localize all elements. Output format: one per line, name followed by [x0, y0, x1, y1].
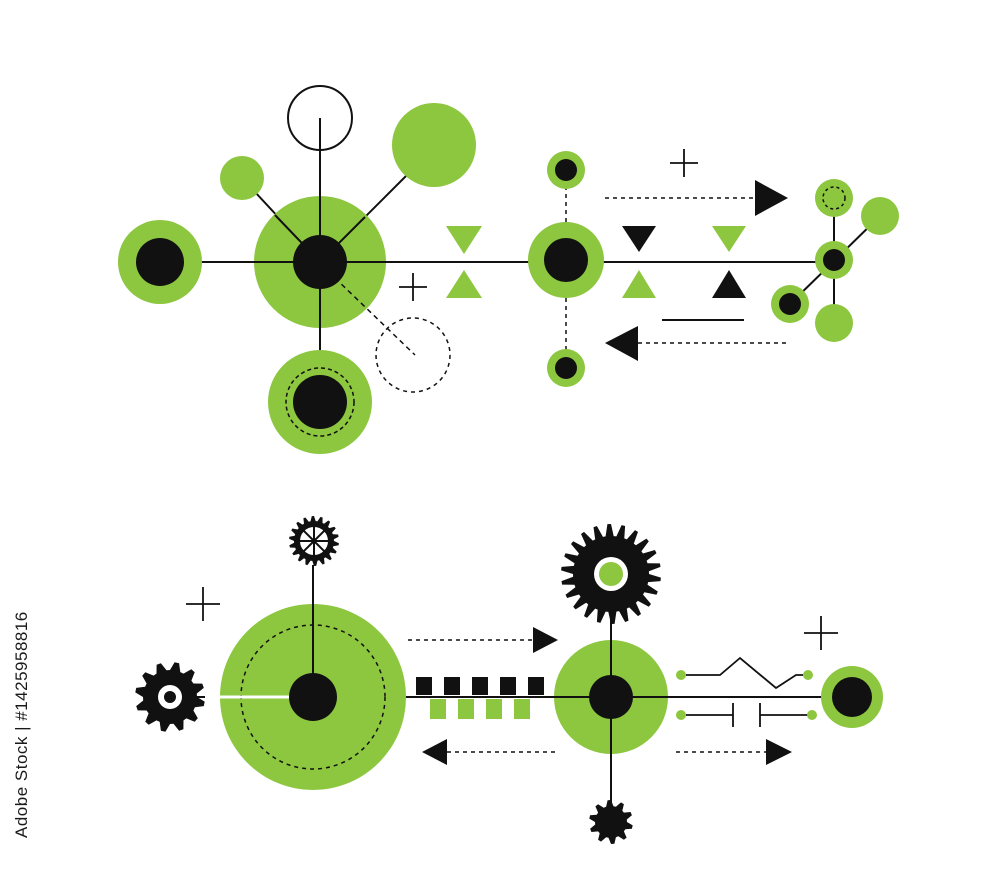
- zigzag-wire-icon: [676, 656, 813, 690]
- capacitor-icon: [676, 703, 817, 727]
- plus-icon: [804, 616, 838, 650]
- bottom-schematic: [135, 516, 883, 844]
- middle-bottom-node-core: [555, 357, 577, 379]
- arrow-right-icon: [605, 180, 788, 216]
- arrow-left-icon: [605, 326, 788, 361]
- square-wave-pattern: [416, 677, 544, 719]
- cluster-top-dashed: [822, 186, 846, 210]
- cluster-center-core: [823, 249, 845, 271]
- bottom-node-dashed-ring: [285, 367, 355, 437]
- small-green-satellite: [220, 156, 264, 200]
- plus-icon: [186, 587, 220, 621]
- right-disc-core: [589, 675, 633, 719]
- middle-node-core: [544, 238, 588, 282]
- gear-icon: [589, 800, 633, 844]
- arrow-left-icon: [422, 739, 555, 765]
- gear-teeth: [589, 800, 633, 844]
- arrow-right-icon: [676, 739, 792, 765]
- gear-icon: [289, 516, 339, 566]
- bottom-node-core: [293, 375, 347, 429]
- top-schematic: [118, 85, 899, 454]
- large-disc-core: [289, 673, 337, 721]
- plus-icon: [670, 149, 698, 177]
- cluster-top-outer: [815, 179, 853, 217]
- middle-top-node-core: [555, 159, 577, 181]
- triangle-icon: [446, 226, 482, 298]
- arrow-right-icon: [408, 627, 558, 653]
- triangle-icon: [622, 226, 746, 298]
- cluster-bottom-node: [815, 304, 853, 342]
- cluster-right-node: [861, 197, 899, 235]
- cluster-left-core: [779, 293, 801, 315]
- left-node-core: [136, 238, 184, 286]
- far-right-node-core: [832, 677, 872, 717]
- hub-dashed-spoke: [334, 277, 416, 356]
- dashed-outline-circle: [375, 317, 451, 393]
- plus-icon: [399, 273, 427, 301]
- stock-id-watermark: Adobe Stock | #1425958816: [12, 611, 31, 838]
- hub-core: [293, 235, 347, 289]
- large-green-satellite: [392, 103, 476, 187]
